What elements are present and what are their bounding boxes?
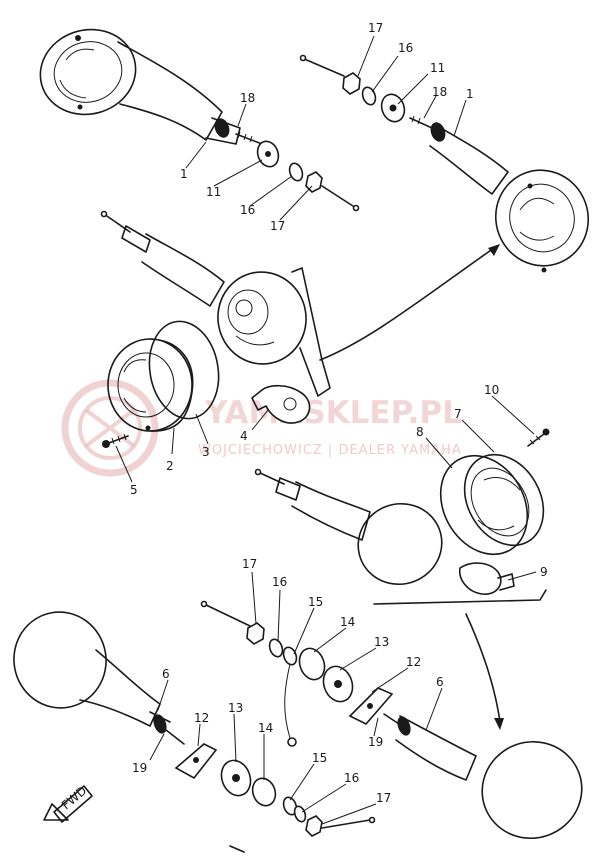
lens-2 bbox=[107, 338, 194, 432]
watermark-subtitle: WOJCIECHOWICZ | DEALER YAMAHA bbox=[198, 443, 462, 458]
wire-end-bottom bbox=[229, 845, 245, 853]
part-label-13: 13 bbox=[374, 635, 389, 649]
part-label-17: 17 bbox=[270, 219, 285, 233]
part-label-15: 15 bbox=[312, 751, 327, 765]
part-label-5: 5 bbox=[130, 483, 138, 497]
gasket-8 bbox=[439, 454, 529, 556]
part-label-17: 17 bbox=[242, 557, 257, 571]
arrow-to-front-right bbox=[319, 244, 500, 361]
part-label-13: 13 bbox=[228, 701, 243, 715]
wire-c bbox=[321, 819, 371, 829]
wire-a bbox=[321, 185, 357, 209]
part-label-7: 7 bbox=[454, 407, 462, 421]
part-label-19: 19 bbox=[368, 735, 383, 749]
nut-17-c bbox=[305, 815, 323, 837]
part-label-18: 18 bbox=[240, 91, 255, 105]
watermark: YAMASKLEP.PL WOJCIECHOWICZ | DEALER YAMA… bbox=[61, 379, 462, 477]
part-label-8: 8 bbox=[416, 425, 424, 439]
rubber-damper-12-b bbox=[348, 687, 394, 725]
turn-signal-rear-right bbox=[395, 715, 583, 840]
washer-16-a bbox=[288, 162, 304, 182]
stud-bolt-18-b bbox=[409, 115, 433, 129]
rubber-washer-11-b bbox=[380, 93, 406, 123]
wire-d bbox=[200, 600, 251, 627]
turn-signal-rear-left bbox=[13, 611, 185, 745]
bracket-lines-right bbox=[373, 589, 547, 730]
nut-17-b bbox=[342, 72, 361, 95]
part-label-12: 12 bbox=[194, 711, 209, 725]
part-label-1: 1 bbox=[466, 87, 474, 101]
watermark-logo-icon bbox=[61, 379, 159, 477]
leader-lines bbox=[115, 35, 537, 825]
bulb-4 bbox=[251, 384, 311, 424]
part-label-10: 10 bbox=[484, 383, 499, 397]
turn-signal-rear-right-body bbox=[254, 468, 443, 586]
part-label-16: 16 bbox=[272, 575, 287, 589]
washer-15-a bbox=[282, 796, 298, 816]
bulb-9 bbox=[458, 562, 515, 595]
part-label-11: 11 bbox=[430, 61, 445, 75]
part-label-18: 18 bbox=[432, 85, 447, 99]
turn-signal-front-right bbox=[429, 122, 590, 273]
nut-17-a bbox=[305, 171, 323, 193]
watermark-title: YAMASKLEP.PL bbox=[204, 395, 462, 431]
part-label-14: 14 bbox=[340, 615, 355, 629]
washer-16-d bbox=[268, 638, 284, 658]
part-label-16: 16 bbox=[240, 203, 255, 217]
forward-direction-arrow-icon: FWD bbox=[43, 784, 93, 823]
rubber-damper-12-a bbox=[174, 743, 218, 780]
gasket-3 bbox=[148, 320, 220, 420]
collar-13-b bbox=[322, 665, 354, 703]
stud-bolt-18-a bbox=[235, 131, 263, 145]
nut-17-d bbox=[246, 622, 265, 645]
part-label-19: 19 bbox=[132, 761, 147, 775]
washer-16-b bbox=[361, 86, 377, 106]
lens-7 bbox=[463, 453, 545, 547]
part-label-4: 4 bbox=[240, 429, 248, 443]
part-label-3: 3 bbox=[202, 445, 210, 459]
washer-15-b bbox=[282, 646, 298, 747]
screw-10 bbox=[527, 428, 550, 447]
plate-14-b bbox=[298, 647, 326, 681]
part-label-14: 14 bbox=[258, 721, 273, 735]
part-label-17: 17 bbox=[376, 791, 391, 805]
part-label-16: 16 bbox=[398, 41, 413, 55]
part-label-6: 6 bbox=[436, 675, 444, 689]
part-label-1: 1 bbox=[180, 167, 188, 181]
rubber-washer-11-a bbox=[256, 140, 280, 168]
part-number-labels: 17 16 11 18 1 18 1 11 16 17 4 2 3 5 10 7… bbox=[130, 21, 548, 805]
part-label-6: 6 bbox=[162, 667, 170, 681]
part-label-17: 17 bbox=[368, 21, 383, 35]
part-label-12: 12 bbox=[406, 655, 421, 669]
part-label-9: 9 bbox=[540, 565, 548, 579]
plate-14-a bbox=[251, 777, 277, 807]
turn-signal-front-left bbox=[39, 28, 241, 145]
part-label-15: 15 bbox=[308, 595, 323, 609]
lens-assembly-housing bbox=[100, 210, 331, 397]
washer-16-c bbox=[293, 805, 307, 823]
part-label-11: 11 bbox=[206, 185, 221, 199]
collar-13-a bbox=[220, 759, 252, 797]
wire-b bbox=[299, 54, 345, 77]
screw-5 bbox=[102, 433, 129, 448]
part-label-2: 2 bbox=[166, 459, 174, 473]
part-label-16: 16 bbox=[344, 771, 359, 785]
